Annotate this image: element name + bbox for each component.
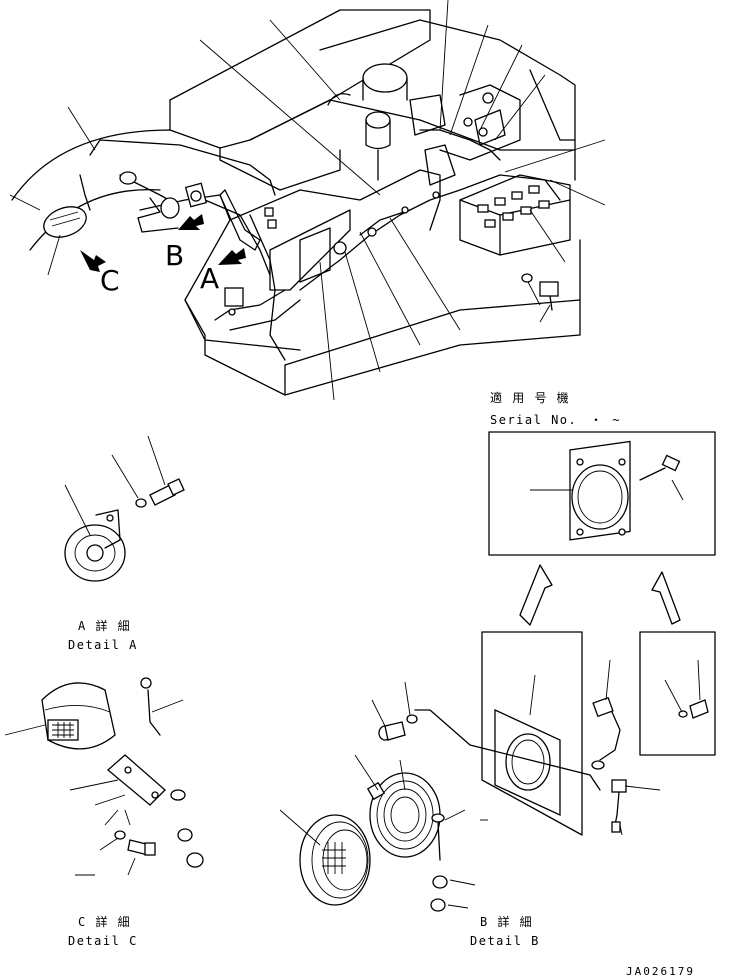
lamp-lens-b bbox=[299, 814, 371, 906]
leader-lines-main bbox=[9, 0, 606, 401]
battery-terminals bbox=[477, 185, 550, 228]
view-label-c: C bbox=[100, 264, 120, 297]
wire-c bbox=[140, 677, 161, 736]
bolt-c bbox=[127, 839, 156, 856]
view-label-a: A bbox=[200, 262, 219, 295]
washer-a bbox=[135, 498, 147, 508]
bolt-b-right bbox=[689, 699, 709, 719]
nut-c bbox=[177, 828, 193, 842]
view-arrow-c bbox=[80, 250, 106, 272]
serial-label-en: Serial No. bbox=[490, 413, 577, 427]
bolt-box bbox=[639, 631, 716, 756]
detail-c-label-en: Detail C bbox=[68, 934, 138, 948]
horn-tube bbox=[119, 171, 180, 233]
lamp-bracket-c bbox=[107, 754, 166, 806]
arrow-up-left bbox=[519, 564, 553, 626]
detail-a-label-en: Detail A bbox=[68, 638, 138, 652]
serial-inset: 適 用 号 機 Serial No. ・ ~ bbox=[488, 390, 716, 556]
bolt-b-left bbox=[378, 721, 406, 741]
washer-b bbox=[406, 714, 418, 724]
main-assembly: A B C bbox=[9, 0, 606, 401]
tank-top bbox=[362, 63, 408, 93]
bolt-inset bbox=[639, 454, 681, 481]
detail-c: C 詳 細 Detail C bbox=[4, 677, 204, 948]
washer bbox=[521, 273, 533, 283]
view-arrow-a bbox=[218, 248, 246, 265]
detail-a: A 詳 細 Detail A bbox=[64, 435, 185, 652]
work-lamp-left bbox=[43, 206, 87, 238]
serial-box bbox=[488, 431, 716, 556]
detail-c-label-jp: C 詳 細 bbox=[78, 914, 131, 929]
work-lamp-detail-c bbox=[41, 682, 116, 750]
horn-detail-a bbox=[64, 509, 126, 582]
connector-b bbox=[591, 696, 621, 770]
mount-flange-new bbox=[569, 440, 631, 541]
detail-a-label-jp: A 詳 細 bbox=[78, 618, 131, 633]
mount-flange-old bbox=[494, 708, 561, 817]
detail-b: B 詳 細 Detail B bbox=[279, 564, 716, 948]
detail-b-label-jp: B 詳 細 bbox=[480, 914, 533, 929]
view-arrow-b bbox=[178, 214, 204, 230]
detail-b-label-en: Detail B bbox=[470, 934, 540, 948]
arrow-up-right bbox=[651, 571, 681, 625]
drawing-number: JA026179 bbox=[626, 965, 695, 978]
screw-b bbox=[431, 813, 445, 861]
view-label-b: B bbox=[165, 239, 184, 272]
pin-b bbox=[611, 779, 627, 833]
serial-range: ・ ~ bbox=[590, 413, 621, 427]
horn-mount-a bbox=[184, 182, 208, 208]
washer-c2 bbox=[114, 830, 126, 840]
nut-c2 bbox=[186, 852, 204, 868]
bolt-battery bbox=[539, 281, 559, 311]
washer-c1 bbox=[170, 789, 186, 801]
bolt-a bbox=[149, 478, 185, 506]
nut-b bbox=[430, 875, 448, 912]
old-flange-box bbox=[481, 631, 583, 836]
serial-label-jp: 適 用 号 機 bbox=[490, 390, 570, 405]
lamp-socket-b bbox=[366, 772, 441, 858]
